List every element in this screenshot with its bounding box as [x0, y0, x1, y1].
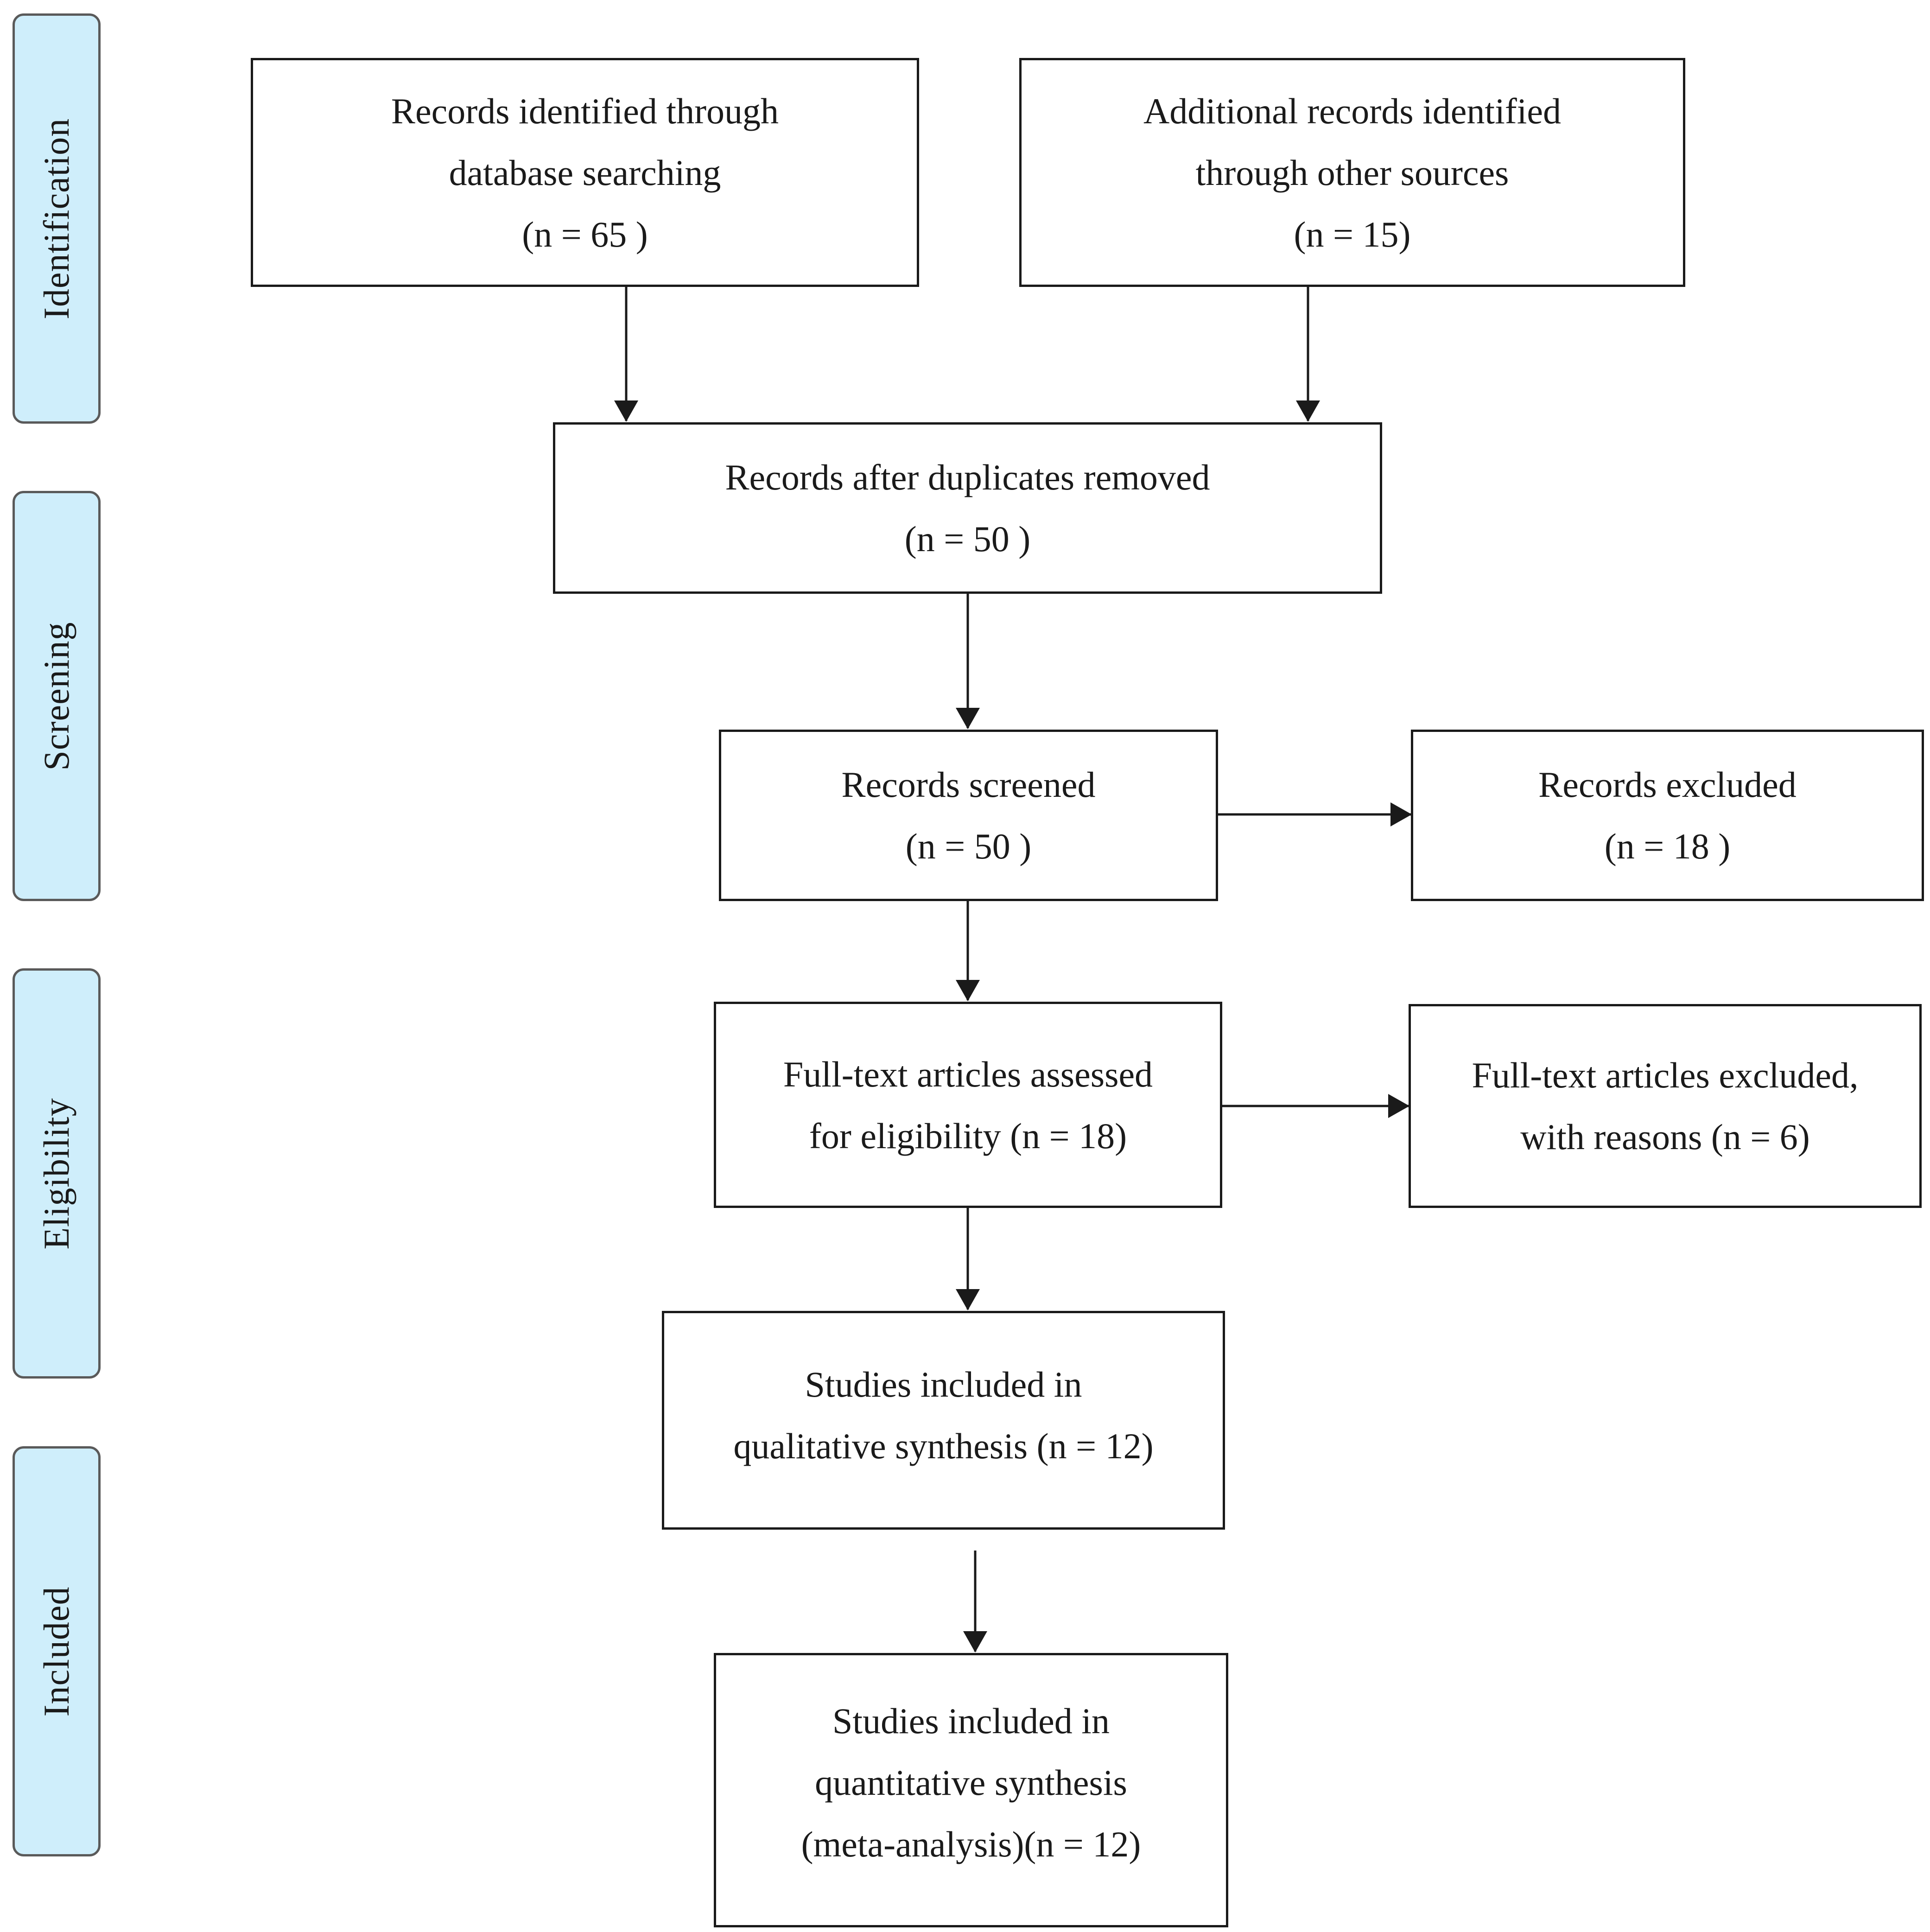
- box-line: Records identified through: [391, 90, 779, 131]
- box-quantitative-synthesis: Studies included in quantitative synthes…: [714, 1653, 1228, 1927]
- box-records-after-duplicates: Records after duplicates removed (n = 50…: [553, 422, 1382, 594]
- box-records-excluded: Records excluded (n = 18 ): [1411, 730, 1924, 901]
- box-line: (n = 65 ): [522, 214, 648, 254]
- stage-eligibility: Eligibility: [13, 968, 101, 1379]
- box-line: Records excluded: [1538, 764, 1797, 805]
- box-line: through other sources: [1195, 152, 1509, 193]
- box-qualitative-synthesis: Studies included in qualitative synthesi…: [662, 1311, 1225, 1530]
- stage-identification: Identification: [13, 13, 101, 424]
- box-line: quantitative synthesis: [815, 1762, 1127, 1803]
- box-line: (n = 15): [1294, 214, 1411, 254]
- box-line: Full-text articles excluded,: [1472, 1055, 1859, 1095]
- stage-screening: Screening: [13, 491, 101, 901]
- box-line: (meta-analysis)(n = 12): [801, 1824, 1141, 1864]
- box-line: Additional records identified: [1143, 90, 1562, 131]
- box-line: qualitative synthesis (n = 12): [733, 1426, 1154, 1466]
- box-line: Studies included in: [832, 1701, 1110, 1741]
- box-records-screened: Records screened (n = 50 ): [719, 730, 1218, 901]
- box-full-text-excluded: Full-text articles excluded, with reason…: [1409, 1004, 1922, 1208]
- box-line: Records screened: [841, 764, 1096, 805]
- stage-included: Included: [13, 1446, 101, 1856]
- box-full-text-assessed: Full-text articles assessed for eligibil…: [714, 1002, 1222, 1208]
- box-line: (n = 50 ): [904, 519, 1031, 559]
- box-line: Full-text articles assessed: [783, 1054, 1153, 1094]
- box-line: for eligibility (n = 18): [809, 1115, 1127, 1156]
- box-line: database searching: [449, 152, 721, 193]
- box-line: (n = 50 ): [905, 826, 1032, 866]
- box-line: Records after duplicates removed: [725, 457, 1210, 497]
- box-line: Studies included in: [805, 1364, 1082, 1405]
- box-line: with reasons (n = 6): [1520, 1117, 1810, 1157]
- box-additional-records: Additional records identified through ot…: [1019, 58, 1685, 287]
- box-records-identified-database: Records identified through database sear…: [251, 58, 919, 287]
- box-line: (n = 18 ): [1604, 826, 1731, 866]
